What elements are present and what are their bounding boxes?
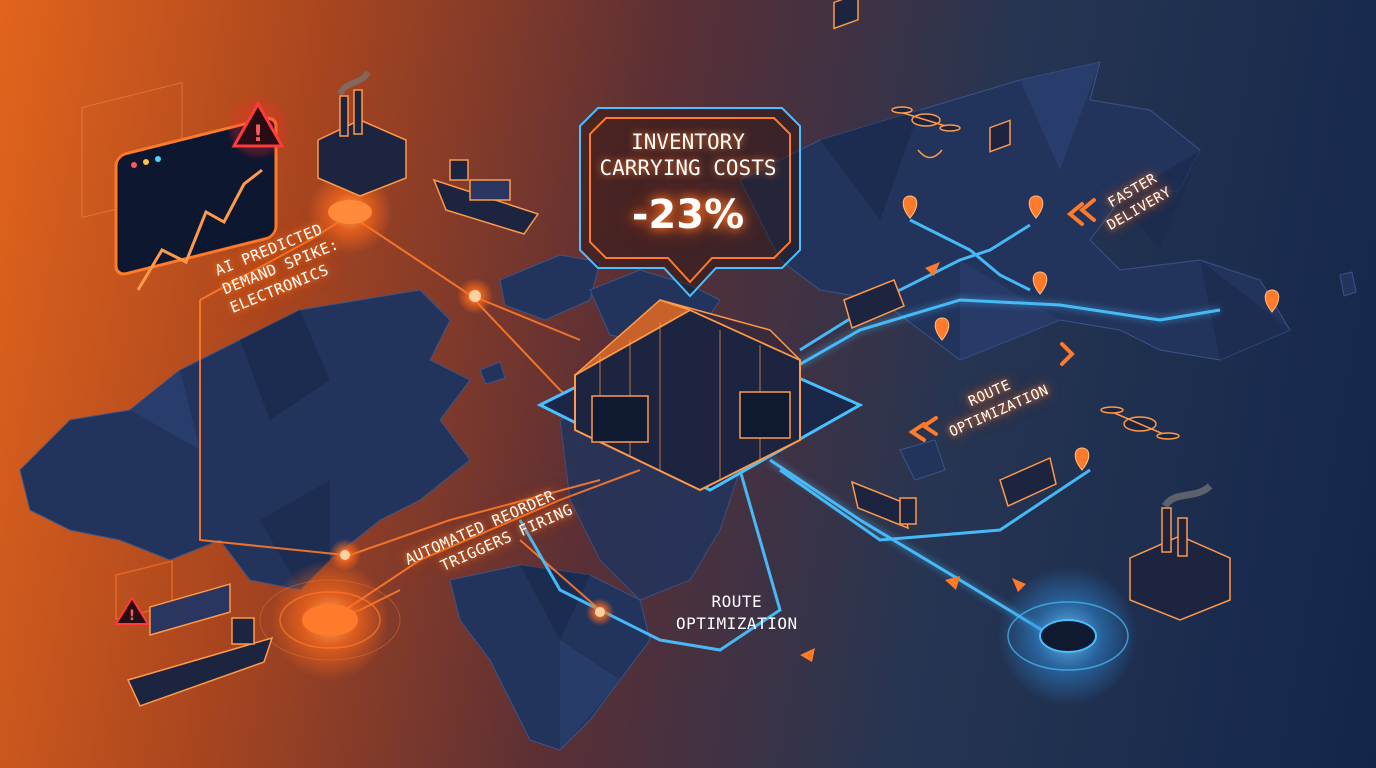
warehouse-icon [536, 299, 864, 492]
chevron-icons [908, 198, 1096, 442]
distribution-hub-node [998, 566, 1138, 706]
callout-line-2: CARRYING COSTS [599, 156, 777, 180]
chevron-icon [908, 422, 926, 442]
inventory-callout-frame [579, 107, 801, 298]
warning-icon: ! [114, 560, 173, 625]
svg-text:!: ! [129, 608, 135, 624]
delivery-truck-icon [833, 0, 905, 330]
analytics-monitor-icon [81, 81, 278, 291]
warning-icon: ! [230, 100, 286, 156]
drone-icon [1100, 406, 1180, 440]
location-pin-icon [902, 195, 918, 219]
svg-text:!: ! [253, 122, 263, 147]
landmass-north-america [19, 289, 471, 591]
cargo-ship-icon [126, 583, 274, 707]
delivery-truck-icon [850, 480, 917, 530]
chevron-icon [920, 416, 938, 436]
landmass-greenland [499, 254, 601, 321]
location-pin-icon [1074, 447, 1090, 471]
drone-icon [891, 106, 961, 159]
factory-icon [317, 70, 407, 197]
location-pin-icon [1028, 195, 1044, 219]
delivery-truck-icon [989, 119, 1057, 508]
location-pin-icon [934, 317, 950, 341]
inventory-cost-callout: INVENTORY CARRYING COSTS -23% [576, 100, 800, 268]
chevron-icon [1078, 198, 1096, 222]
cargo-ship-icon [432, 159, 540, 235]
location-pin-icons [902, 195, 1280, 471]
flow-arrows [800, 262, 1026, 662]
callout-value: -23% [631, 192, 745, 238]
location-pin-icon [1032, 271, 1048, 295]
chevron-icon [1060, 342, 1075, 366]
factory-icon [1129, 483, 1231, 621]
callout-line-1: INVENTORY [631, 130, 745, 154]
location-pin-icon [1264, 289, 1280, 313]
chevron-icon [1066, 202, 1084, 226]
route-optimization-label-bottom: ROUTE OPTIMIZATION [676, 592, 798, 633]
